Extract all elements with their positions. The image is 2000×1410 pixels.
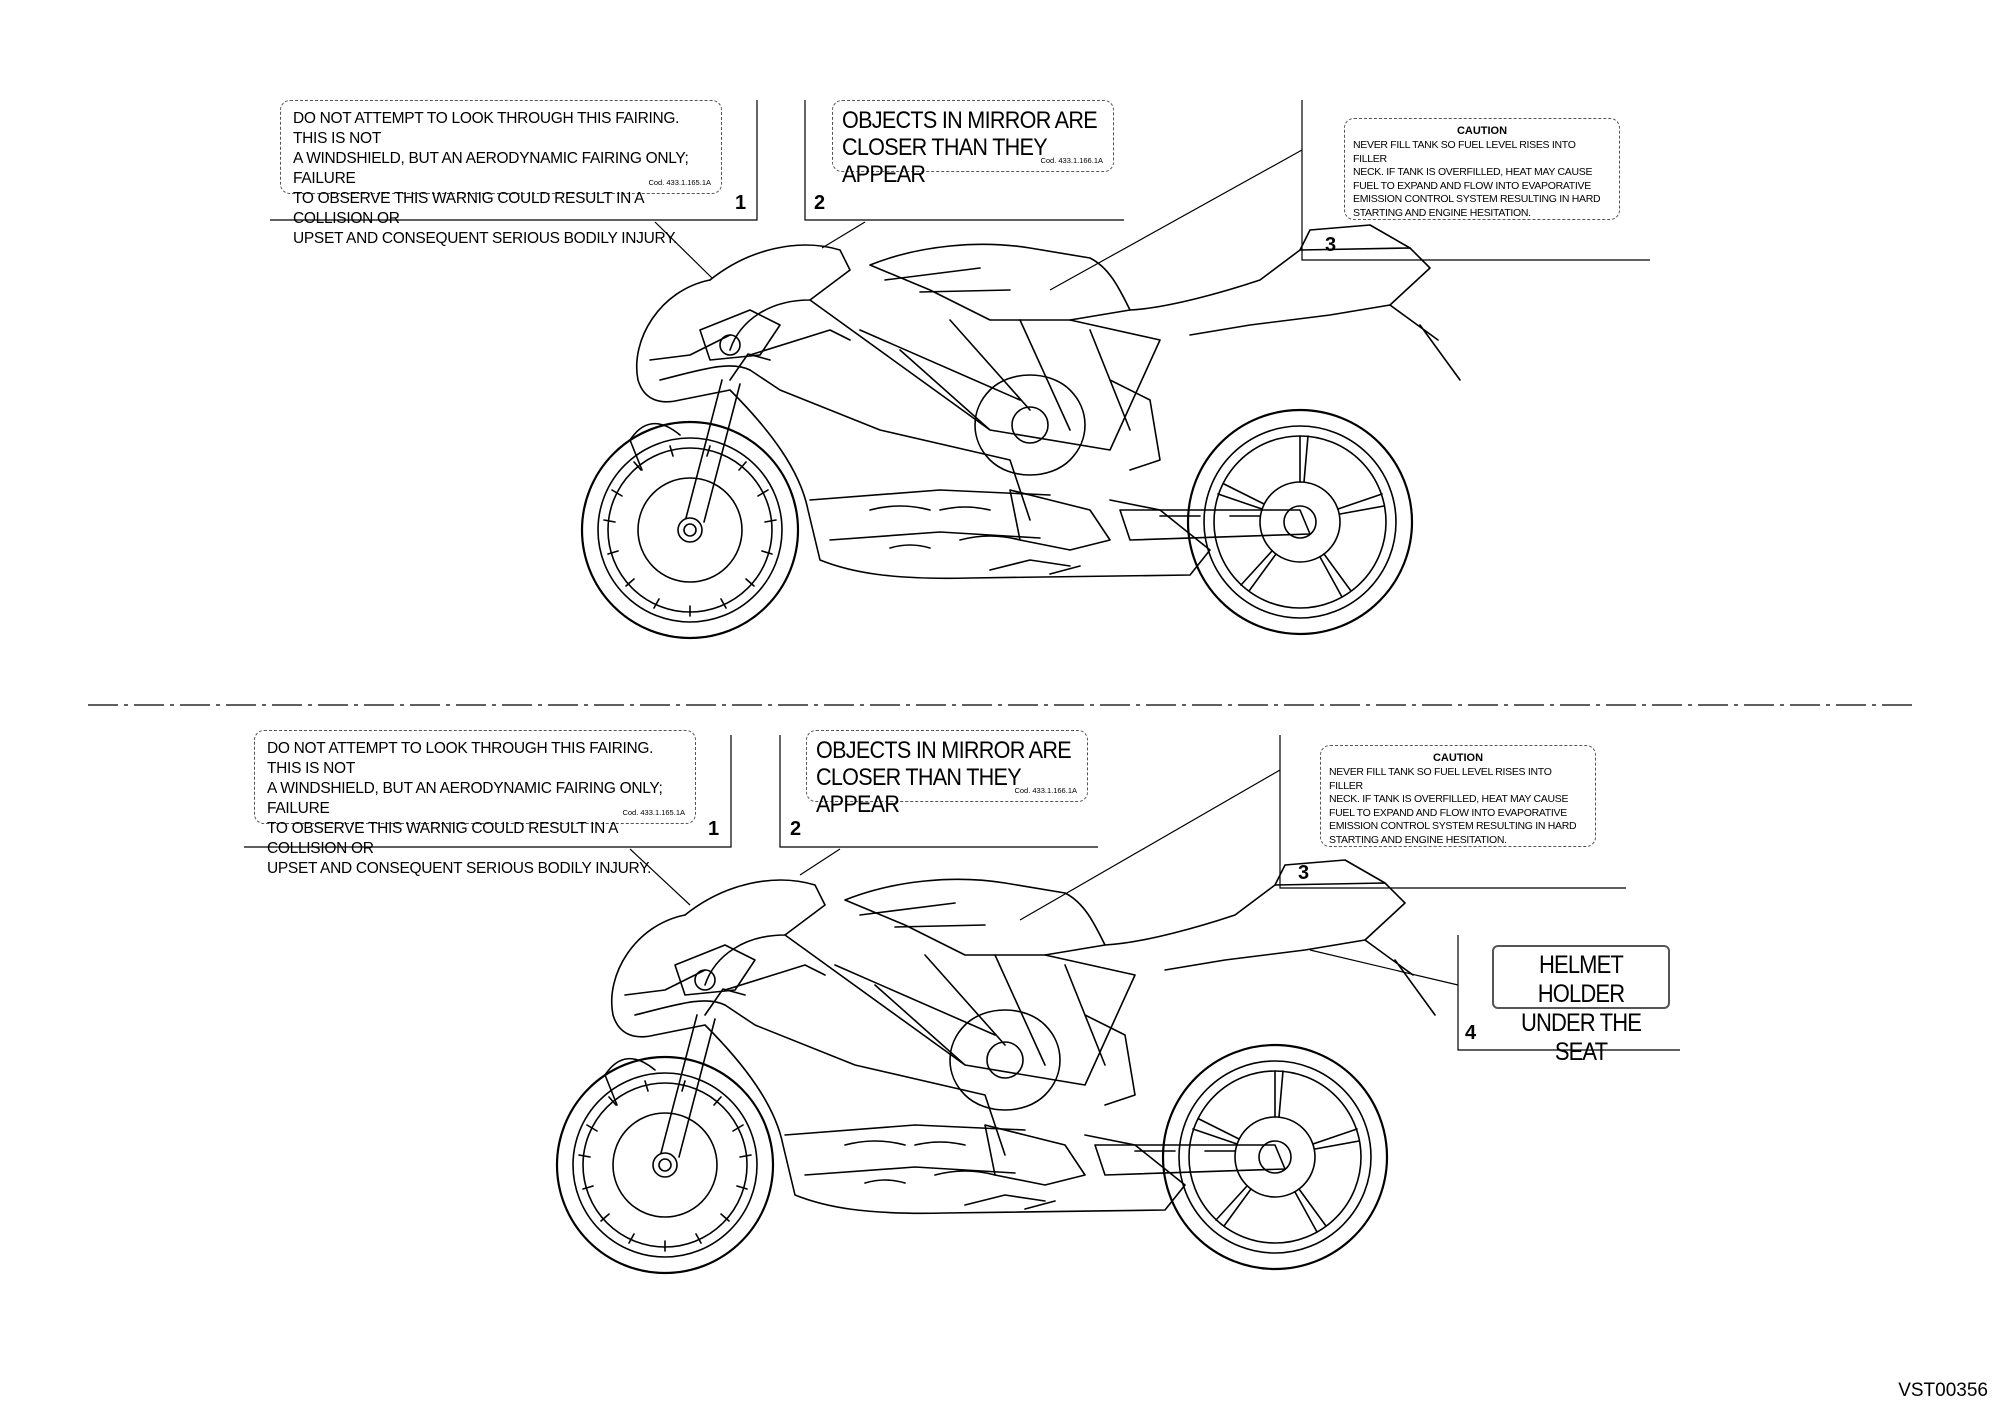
callout-2-top: 2: [814, 192, 826, 214]
mirror-warning-text: OBJECTS IN MIRROR ARE CLOSER THAN THEY A…: [816, 737, 1072, 818]
mirror-warning-text: OBJECTS IN MIRROR ARE CLOSER THAN THEY A…: [842, 107, 1098, 188]
fairing-warning-code: Cod. 433.1.165.1A: [622, 808, 685, 817]
motorcycle-top: [580, 223, 1462, 640]
fairing-warning-text: DO NOT ATTEMPT TO LOOK THROUGH THIS FAIR…: [267, 740, 663, 877]
fuel-caution-decal-bottom: CAUTION NEVER FILL TANK SO FUEL LEVEL RI…: [1320, 745, 1596, 847]
fuel-caution-decal-top: CAUTION NEVER FILL TANK SO FUEL LEVEL RI…: [1344, 118, 1620, 220]
caution-text: NEVER FILL TANK SO FUEL LEVEL RISES INTO…: [1353, 139, 1601, 219]
fairing-warning-decal-bottom: DO NOT ATTEMPT TO LOOK THROUGH THIS FAIR…: [254, 730, 696, 877]
mirror-warning-decal-bottom: OBJECTS IN MIRROR ARE CLOSER THAN THEY A…: [806, 730, 1088, 818]
callout-3-top: 3: [1325, 234, 1337, 256]
fairing-warning-code: Cod. 433.1.165.1A: [648, 178, 711, 187]
motorcycle-bottom: [555, 858, 1437, 1275]
callout-1-bottom: 1: [708, 818, 720, 840]
callout-1-top: 1: [735, 192, 747, 214]
reference-code: VST00356: [1898, 1380, 1988, 1401]
caution-text: NEVER FILL TANK SO FUEL LEVEL RISES INTO…: [1329, 766, 1577, 846]
helmet-holder-decal: HELMET HOLDER UNDER THE SEAT: [1492, 945, 1670, 1066]
fairing-warning-text: DO NOT ATTEMPT TO LOOK THROUGH THIS FAIR…: [293, 110, 689, 247]
helmet-holder-text: HELMET HOLDER UNDER THE SEAT: [1520, 951, 1642, 1066]
callout-2-bottom: 2: [790, 818, 802, 840]
mirror-warning-code: Cod. 433.1.166.1A: [1014, 786, 1077, 795]
mirror-warning-code: Cod. 433.1.166.1A: [1040, 156, 1103, 165]
caution-title: CAUTION: [1456, 125, 1508, 137]
callout-4-bottom: 4: [1465, 1022, 1477, 1044]
caution-title: CAUTION: [1432, 752, 1484, 764]
mirror-warning-decal-top: OBJECTS IN MIRROR ARE CLOSER THAN THEY A…: [832, 100, 1114, 188]
fairing-warning-decal-top: DO NOT ATTEMPT TO LOOK THROUGH THIS FAIR…: [280, 100, 722, 247]
callout-3-bottom: 3: [1298, 862, 1310, 884]
